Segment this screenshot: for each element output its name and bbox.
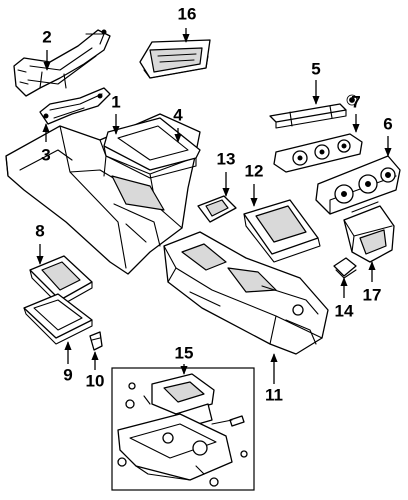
callout-7: 7 [351,92,360,111]
callout-10: 10 [86,371,105,390]
part-6-panel [315,155,401,215]
callout-4: 4 [173,105,183,124]
callout-8: 8 [35,221,44,240]
callout-labels: 2 3 16 1 4 5 7 6 13 12 8 9 10 15 11 14 1… [35,4,392,404]
callout-6: 6 [383,114,392,133]
callout-15: 15 [175,343,194,362]
part-7-bezel [273,133,363,173]
part-2-bracket [13,29,111,97]
callout-3: 3 [41,145,50,164]
part-17-box [343,201,395,263]
callout-16: 16 [178,4,197,23]
part-10-clip [89,331,103,351]
callout-5: 5 [311,59,320,78]
callout-9: 9 [63,365,72,384]
part-11-console [163,231,329,355]
part-16-tray [139,39,211,79]
callout-13: 13 [217,149,236,168]
part-12-bin [243,199,321,263]
callout-2: 2 [42,27,51,46]
part-9-plate [23,293,93,345]
part-15-hardware-box [111,367,255,491]
part-4-lid [103,117,201,179]
part-5-bar [269,94,358,129]
callout-14: 14 [335,301,354,320]
part-14-cap [333,257,357,279]
callout-11: 11 [265,385,283,404]
callout-17: 17 [363,285,382,304]
leader-lines [36,28,392,384]
callout-12: 12 [245,161,264,180]
callout-1: 1 [111,92,120,111]
part-3-bracket [39,87,111,125]
part-13-cover [197,195,237,223]
